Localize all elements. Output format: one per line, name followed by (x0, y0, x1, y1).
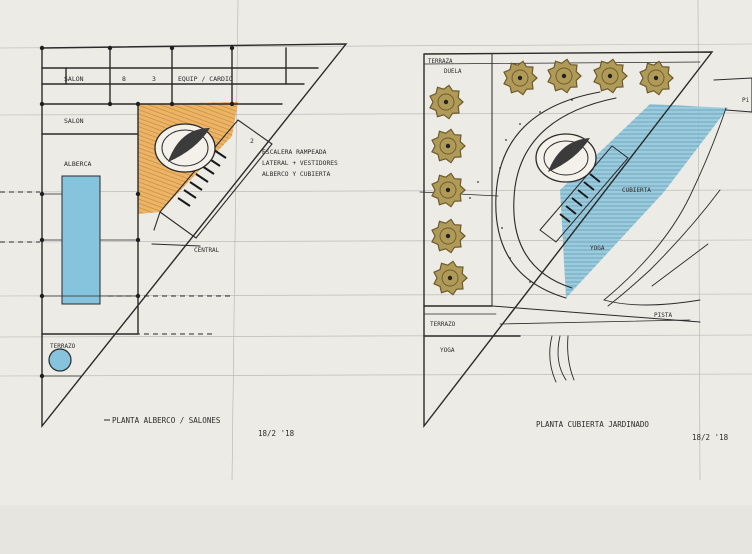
label-salon-second: SALON (64, 117, 84, 125)
tree-symbol (503, 60, 538, 96)
label-cubierta: CUBIERTA (622, 187, 651, 194)
tree-symbol (433, 260, 468, 296)
label-alberca: ALBERCA (64, 160, 91, 168)
stair-steps-right (559, 173, 601, 223)
garden-contours (549, 107, 727, 383)
ramp-dots (469, 99, 573, 283)
tree-symbol (547, 58, 582, 94)
left-floor-plan: SALON 8 3 EQUIP / CARDIO SALON ALBERCA T… (0, 43, 348, 438)
label-salon-top: SALON (64, 75, 84, 83)
column-markers (39, 45, 235, 379)
tree-symbol (429, 84, 464, 120)
right-edge-box (713, 77, 752, 113)
tree-symbol (431, 128, 466, 164)
label-terraza-line2: DUELA (444, 69, 462, 75)
label-central: CENTRAL (194, 247, 220, 254)
tree-symbol (639, 60, 674, 96)
label-yoga: YOGA (590, 245, 605, 252)
tree-symbol (431, 218, 466, 254)
label-escalera-num: 2 (250, 137, 254, 145)
tree-symbol (593, 58, 628, 94)
tree-symbol (431, 172, 466, 208)
label-num-a: 8 (122, 75, 126, 83)
label-escalera-line3: ALBERCO Y CUBIERTA (262, 171, 330, 178)
label-pi-edge: Pi (742, 97, 750, 104)
water-zone (560, 104, 728, 298)
label-yoga-bottom: YOGA (440, 347, 455, 354)
ellipse-feature (154, 123, 216, 173)
dashed-guides (0, 191, 232, 335)
label-terrazo-left: TERRAZO (50, 343, 76, 350)
label-terraza-line1: TERRAZA (428, 59, 453, 65)
pool-rectangle (61, 175, 101, 305)
date-left: 18/2 '18 (258, 429, 295, 438)
label-pista: PISTA (654, 312, 672, 319)
ellipse-feature-right (535, 133, 597, 183)
right-floor-plan: TERRAZA DUELA CUBIERTA YOGA TERRAZO YOGA… (419, 51, 752, 442)
caption-right: PLANTA CUBIERTA JARDINADO (536, 420, 649, 429)
small-pool-circle (48, 348, 72, 372)
caption-left: PLANTA ALBERCO / SALONES (112, 416, 221, 425)
paper-bottom-strip (0, 505, 752, 554)
label-escalera-line2: LATERAL + VESTIDORES (262, 160, 338, 167)
tree-group (429, 58, 674, 296)
label-terrazo-right: TERRAZO (430, 321, 456, 328)
label-equip-cardio: EQUIP / CARDIO (178, 75, 233, 83)
label-escalera-line1: ESCALERA RAMPEADA (262, 149, 327, 156)
label-num-b: 3 (152, 75, 156, 83)
date-right: 18/2 '18 (692, 433, 729, 442)
